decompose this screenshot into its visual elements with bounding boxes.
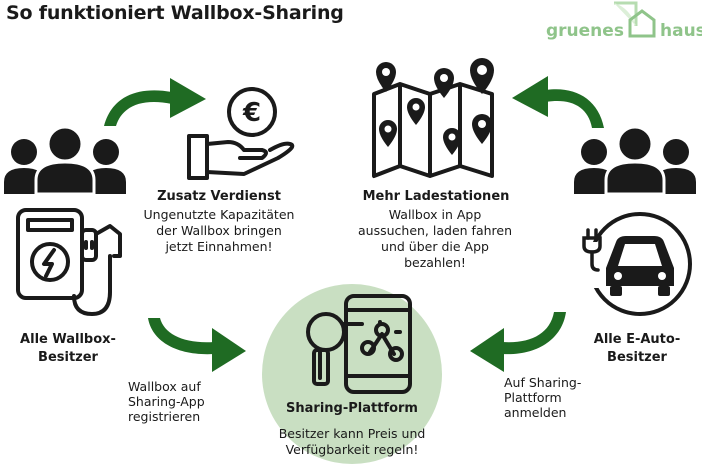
ladestationen-description: Wallbox in App aussuchen, laden fahren u… xyxy=(340,207,530,271)
people-group-icon xyxy=(574,125,696,196)
register-wallbox-label: Wallbox auf Sharing-App registrieren xyxy=(128,379,248,424)
verdienst-line: jetzt Einnahmen! xyxy=(165,239,273,254)
ladestationen-line: aussuchen, laden fahren xyxy=(358,223,512,238)
page-title: So funktioniert Wallbox-Sharing xyxy=(6,2,344,24)
logo-text-gruenes: gruenes xyxy=(546,21,624,41)
people-group-icon xyxy=(4,125,126,196)
map-icon xyxy=(372,58,494,178)
plattform-line: Besitzer kann Preis und xyxy=(278,426,426,441)
wallbox-owners-line: Alle Wallbox- xyxy=(20,332,116,347)
register-line: Sharing-App xyxy=(128,394,205,409)
money-hand-icon: € xyxy=(187,87,295,180)
arrow-people-to-money xyxy=(104,78,206,126)
ecar-owners-label: Alle E-Auto- Besitzer xyxy=(572,331,702,367)
verdienst-heading: Zusatz Verdienst xyxy=(157,189,281,204)
house-icon xyxy=(614,1,656,38)
register-line: registrieren xyxy=(128,409,201,424)
signup-platform-label: Auf Sharing- Plattform anmelden xyxy=(504,375,614,420)
ladestationen-line: und über die App xyxy=(381,239,489,254)
ladestationen-line: Wallbox in App xyxy=(388,207,482,222)
register-line: Wallbox auf xyxy=(128,379,201,394)
ladestationen-heading: Mehr Ladestationen xyxy=(362,189,510,204)
ecar-owners-line: Besitzer xyxy=(607,350,667,365)
arrow-ecar-to-map xyxy=(512,76,604,128)
plattform-description: Besitzer kann Preis und Verfügbarkeit re… xyxy=(252,426,452,458)
arrow-ecar-to-platform xyxy=(470,312,566,372)
sharing-app-phone-icon xyxy=(306,294,412,394)
arrow-wallbox-to-platform xyxy=(148,318,246,372)
plattform-line: Verfügbarkeit regeln! xyxy=(285,442,419,457)
signup-line: Auf Sharing- xyxy=(504,375,582,390)
wallbox-charger-icon xyxy=(16,208,122,316)
electric-car-icon xyxy=(582,212,692,316)
ladestationen-line: bezahlen! xyxy=(404,255,466,270)
ecar-owners-line: Alle E-Auto- xyxy=(593,332,681,347)
plattform-heading: Sharing-Plattform xyxy=(286,401,418,416)
svg-text:€: € xyxy=(242,98,261,128)
verdienst-line: Ungenutzte Kapazitäten xyxy=(143,207,295,222)
wallbox-owners-line: Besitzer xyxy=(38,350,98,365)
signup-line: anmelden xyxy=(504,405,567,420)
wallbox-owners-label: Alle Wallbox- Besitzer xyxy=(4,331,132,367)
signup-line: Plattform xyxy=(504,390,562,405)
logo: gruenes haus xyxy=(544,0,702,44)
verdienst-description: Ungenutzte Kapazitäten der Wallbox bring… xyxy=(134,207,304,255)
verdienst-line: der Wallbox bringen xyxy=(156,223,282,238)
logo-text-haus: haus xyxy=(660,21,702,41)
